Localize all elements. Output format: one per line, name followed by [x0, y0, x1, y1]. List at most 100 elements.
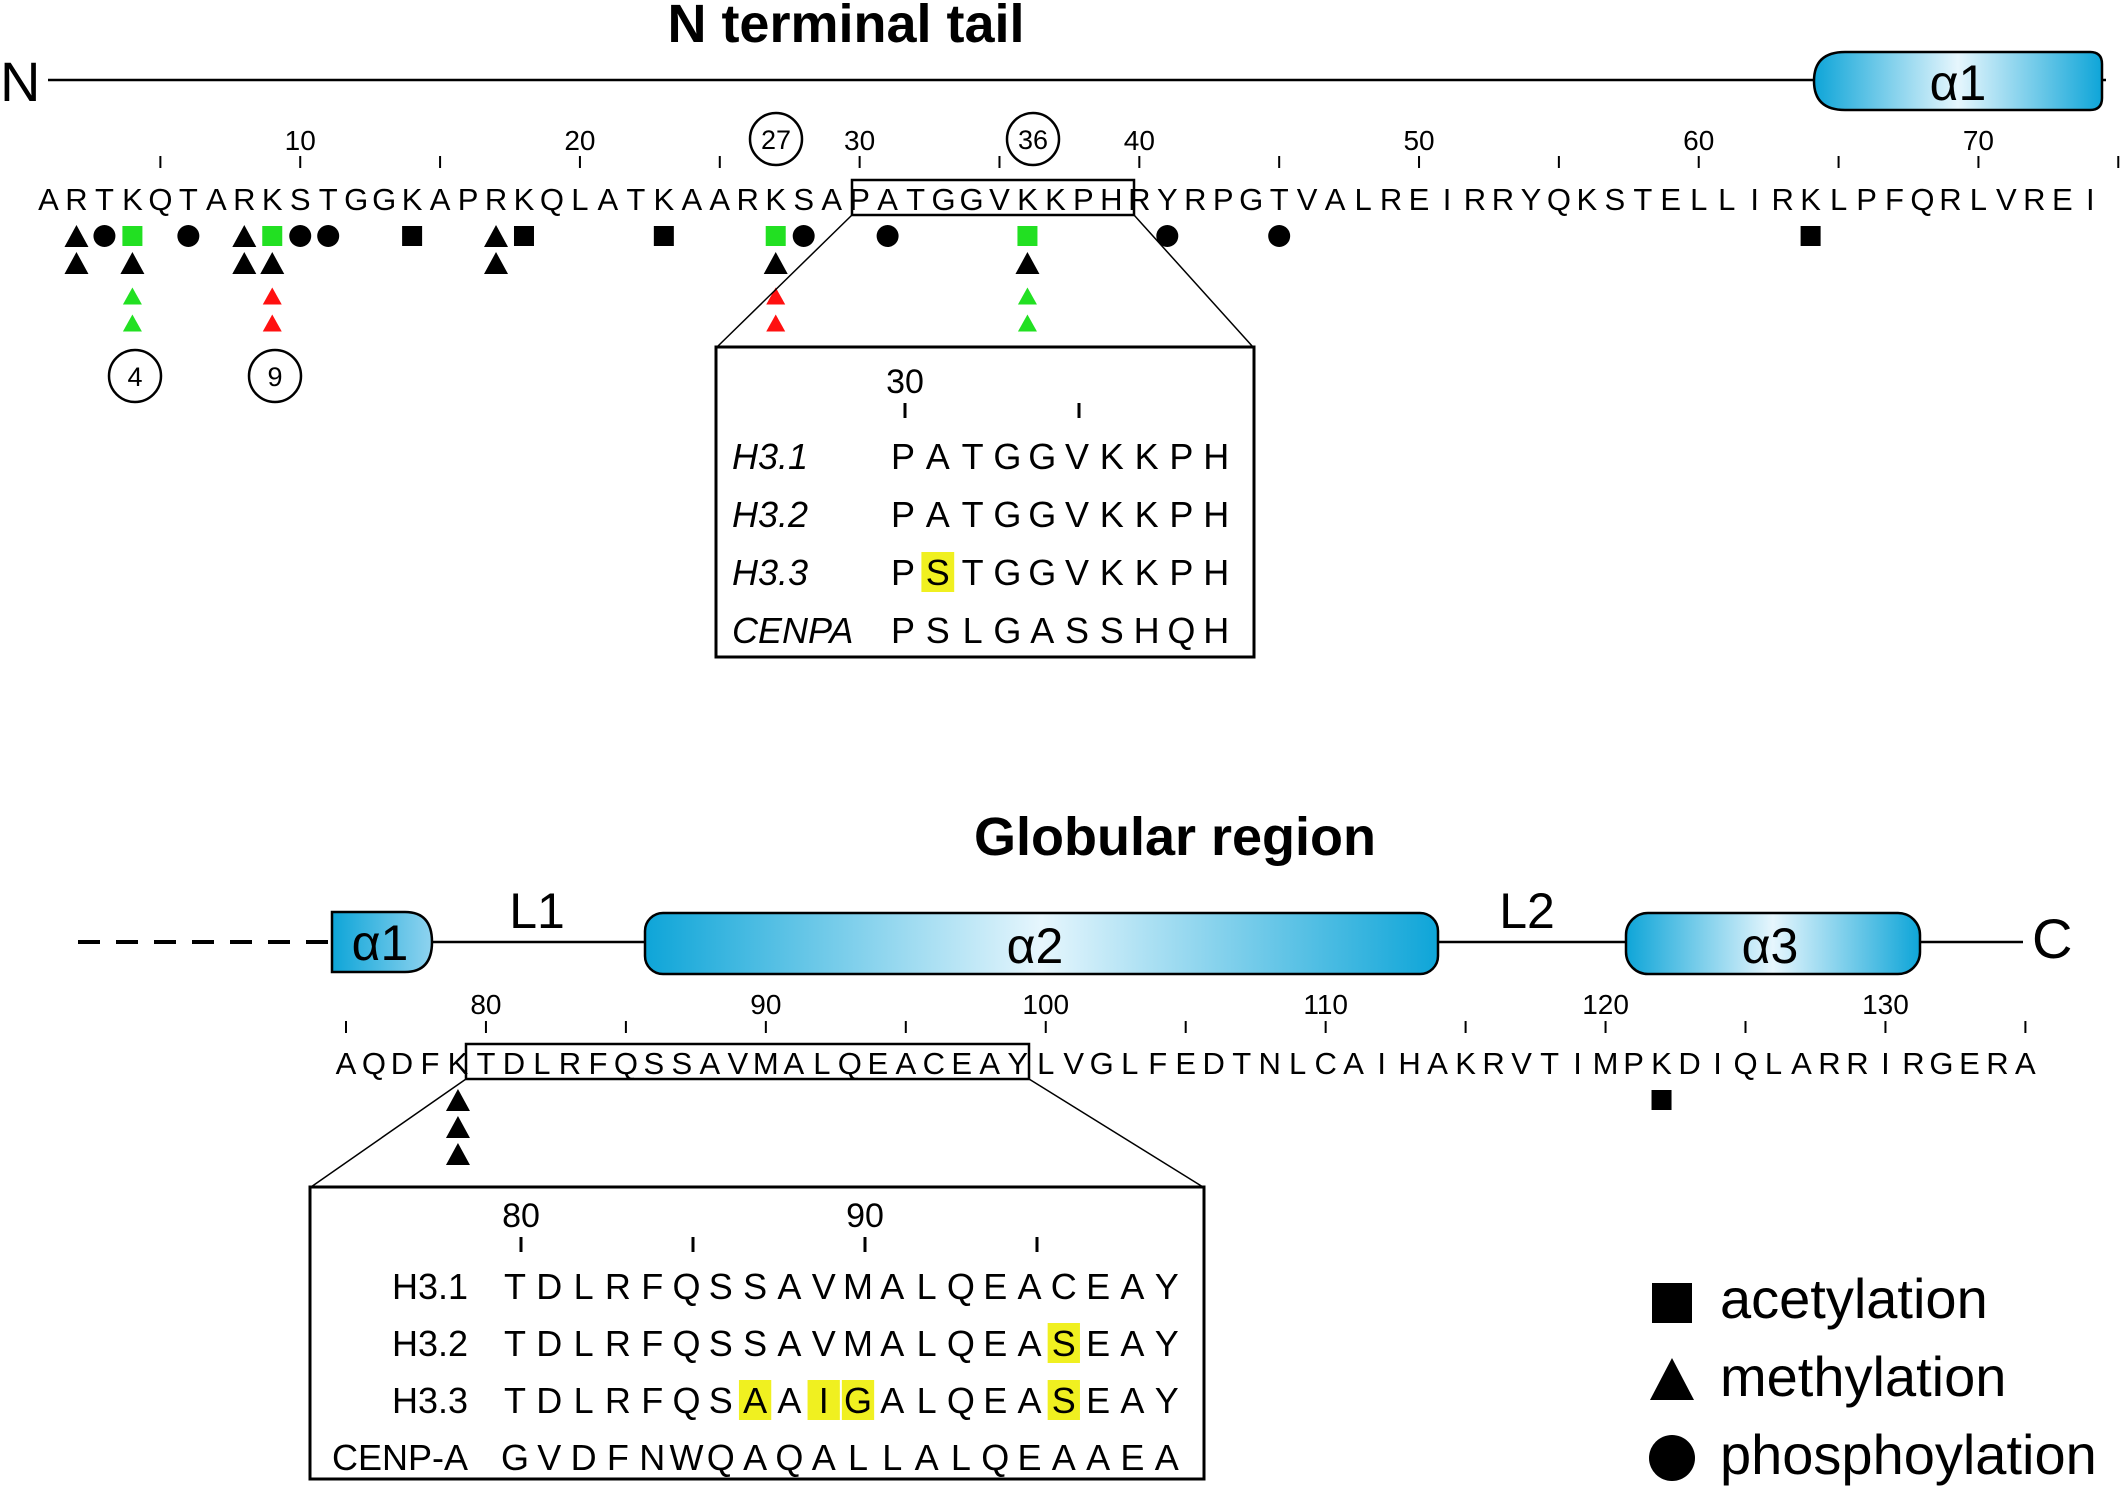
n-tail-residue: R [1380, 182, 1402, 217]
n-tail-tick-number: 20 [564, 125, 595, 156]
n-tail-residue: K [1017, 182, 1038, 217]
globular-residue: D [503, 1046, 525, 1081]
n-inset-residue: S [1100, 610, 1124, 651]
g-inset-residue: L [574, 1380, 594, 1421]
n-tail-residue: R [1128, 182, 1150, 217]
n-tail-residue: G [344, 182, 368, 217]
loop-l1-label: L1 [509, 883, 565, 939]
globular-tick-number: 130 [1862, 989, 1909, 1020]
globular-helix-a3 [1624, 911, 1922, 976]
n-tail-residue: K [402, 182, 423, 217]
n-tail-residue: T [319, 182, 338, 217]
n-tail-residue: G [372, 182, 396, 217]
n-tail-residue: H [1100, 182, 1122, 217]
n-tail-residue: K [1045, 182, 1066, 217]
n-tail-residue: K [653, 182, 674, 217]
n-inset-connector-left [716, 214, 853, 348]
n-tail-residue: Y [1157, 182, 1178, 217]
g-inset-residue: I [819, 1380, 829, 1421]
n-tail-residue: P [458, 182, 479, 217]
n-inset-residue: P [1169, 494, 1193, 535]
n-tail-mark-black-tri [232, 225, 257, 247]
globular-residue: A [895, 1046, 916, 1081]
g-inset-residue: W [670, 1437, 704, 1478]
n-tail-tick-number: 70 [1963, 125, 1994, 156]
g-inset-residue: Q [947, 1380, 975, 1421]
globular-helix-a3-label: α3 [1742, 918, 1799, 974]
n-tail-residue: Q [540, 182, 564, 217]
g-inset-residue: A [880, 1323, 904, 1364]
n-inset-residue: H [1203, 436, 1229, 477]
g-inset-residue: G [844, 1380, 872, 1421]
globular-residue: K [1455, 1046, 1476, 1081]
g-inset-residue: F [641, 1323, 663, 1364]
n-tail-residue: G [1239, 182, 1263, 217]
globular-residue: T [476, 1046, 495, 1081]
n-tail-mark-green-tri [122, 314, 142, 332]
globular-residue: T [1232, 1046, 1251, 1081]
g-inset-residue: S [709, 1323, 733, 1364]
g-inset-residue: T [504, 1380, 526, 1421]
n-tail-residue: A [709, 182, 730, 217]
globular-modification-marks [445, 1089, 1672, 1165]
legend-methylation-label: methylation [1720, 1345, 2006, 1408]
n-tail-residue: T [906, 182, 925, 217]
g-inset-residue: M [843, 1266, 873, 1307]
n-inset-residue: K [1135, 494, 1159, 535]
n-tail-residue: S [1604, 182, 1625, 217]
g-inset-residue: A [812, 1437, 836, 1478]
n-tail-residue: R [1939, 182, 1961, 217]
legend-phosphorylation-icon [1649, 1435, 1695, 1481]
n-tail-residue: R [737, 182, 759, 217]
g-inset-residue: E [983, 1380, 1007, 1421]
n-inset-residue: A [926, 436, 950, 477]
n-inset-residue: H [1134, 610, 1160, 651]
g-inset-number-90: 90 [846, 1197, 884, 1235]
n-tail-residue: R [1464, 182, 1486, 217]
globular-residue: P [1623, 1046, 1644, 1081]
n-inset-residue: H [1203, 552, 1229, 593]
globular-residue: F [421, 1046, 440, 1081]
n-inset-box [714, 345, 1256, 659]
n-inset-row-label: H3.1 [732, 436, 808, 477]
g-inset-residue: S [1052, 1380, 1076, 1421]
n-inset-residue: S [1065, 610, 1089, 651]
n-tail-residue: A [681, 182, 702, 217]
g-inset-residue: A [1120, 1323, 1144, 1364]
n-inset-residue: V [1065, 436, 1089, 477]
n-inset-residue: K [1100, 494, 1124, 535]
n-tail-residue: K [765, 182, 786, 217]
n-tail-mark-green-tri [1017, 287, 1037, 305]
n-inset-residue: G [1028, 494, 1056, 535]
n-tail-modification-marks [64, 225, 1821, 332]
globular-residue: E [1175, 1046, 1196, 1081]
globular-residue: L [1037, 1046, 1054, 1081]
n-tail-residue: A [821, 182, 842, 217]
n-tail-residue: P [1213, 182, 1234, 217]
g-inset-residue: V [812, 1323, 836, 1364]
g-inset-number-80: 80 [502, 1197, 540, 1235]
n-inset-residue: G [993, 494, 1021, 535]
globular-tick-number: 90 [750, 989, 781, 1020]
g-inset-residue: Q [672, 1266, 700, 1307]
g-inset-highlight [1047, 1380, 1080, 1420]
g-inset-residue: Q [947, 1266, 975, 1307]
g-inset-residue: V [537, 1437, 561, 1478]
g-inset-residue: E [1086, 1266, 1110, 1307]
globular-residue: N [1258, 1046, 1280, 1081]
g-inset-residue: E [983, 1266, 1007, 1307]
n-tail-title: N terminal tail [667, 0, 1024, 54]
n-inset-residue: P [891, 552, 915, 593]
n-tail-helix-a1 [1812, 50, 2104, 112]
n-tail-residue: K [514, 182, 535, 217]
n-inset-residue: G [993, 610, 1021, 651]
globular-residue: V [1511, 1046, 1532, 1081]
globular-helix-a2-label: α2 [1007, 918, 1064, 974]
g-inset-residue: L [951, 1437, 971, 1478]
